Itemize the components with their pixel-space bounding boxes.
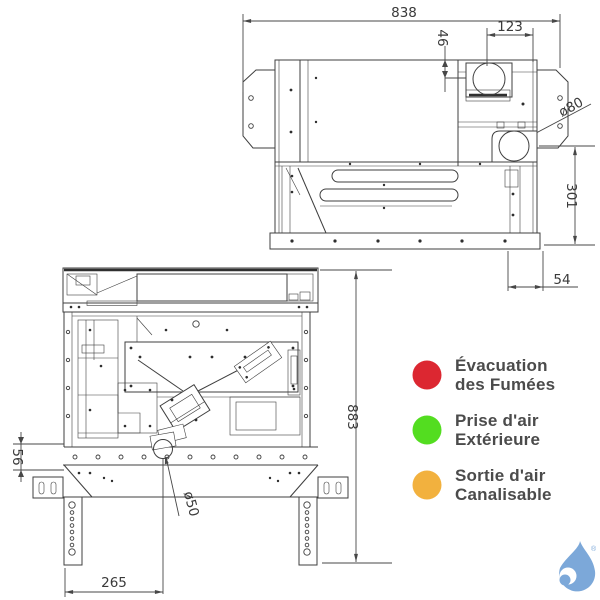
dim-56: 56 (9, 448, 25, 465)
front-view-dimensions: 883 56 ø50 265 (9, 269, 392, 597)
legend-item-outside-air-intake: Prise d'air Extérieure (412, 410, 598, 450)
dim-838: 838 (391, 5, 417, 21)
legend-item-ductable-air-outlet: Sortie d'air Canalisable (412, 465, 598, 505)
orange-dot-icon (412, 470, 442, 500)
dim-265: 265 (101, 575, 127, 591)
top-view-internals (281, 162, 521, 234)
front-body (63, 312, 311, 447)
dim-301: 301 (563, 183, 579, 209)
front-top-bar (62, 267, 319, 313)
legend-label-outside-air-intake: Prise d'air Extérieure (455, 410, 541, 450)
outside-air-intake-port (153, 439, 173, 459)
front-base (32, 446, 349, 566)
dim-46: 46 (434, 29, 450, 46)
right-leg (298, 496, 318, 566)
water-drop-logo-icon: ® (559, 541, 597, 592)
dim-54: 54 (553, 272, 570, 288)
dim-123: 123 (497, 19, 523, 35)
flue-exhaust-port (472, 62, 506, 96)
dim-883: 883 (344, 404, 360, 430)
legend-label-flue-exhaust: Évacuation des Fumées (455, 355, 556, 395)
legend-label-ductable-air-outlet: Sortie d'air Canalisable (455, 465, 552, 505)
ductable-air-port (498, 130, 530, 162)
top-view-drawing: 838 46 123 ø80 301 54 (242, 5, 595, 291)
legend: Évacuation des Fumées Prise d'air Extéri… (412, 355, 598, 520)
registered-trademark: ® (591, 545, 597, 553)
red-dot-icon (412, 360, 442, 390)
label-intake-diameter: ø50 (180, 490, 202, 519)
legend-item-flue-exhaust: Évacuation des Fumées (412, 355, 598, 395)
left-mounting-bracket (242, 69, 318, 149)
green-dot-icon (412, 415, 442, 445)
ductable-air-panel (491, 130, 538, 163)
left-leg (63, 496, 83, 566)
front-view-drawing: 883 56 ø50 265 (9, 267, 392, 597)
top-view-dimensions: 838 46 123 ø80 301 54 (242, 5, 595, 291)
